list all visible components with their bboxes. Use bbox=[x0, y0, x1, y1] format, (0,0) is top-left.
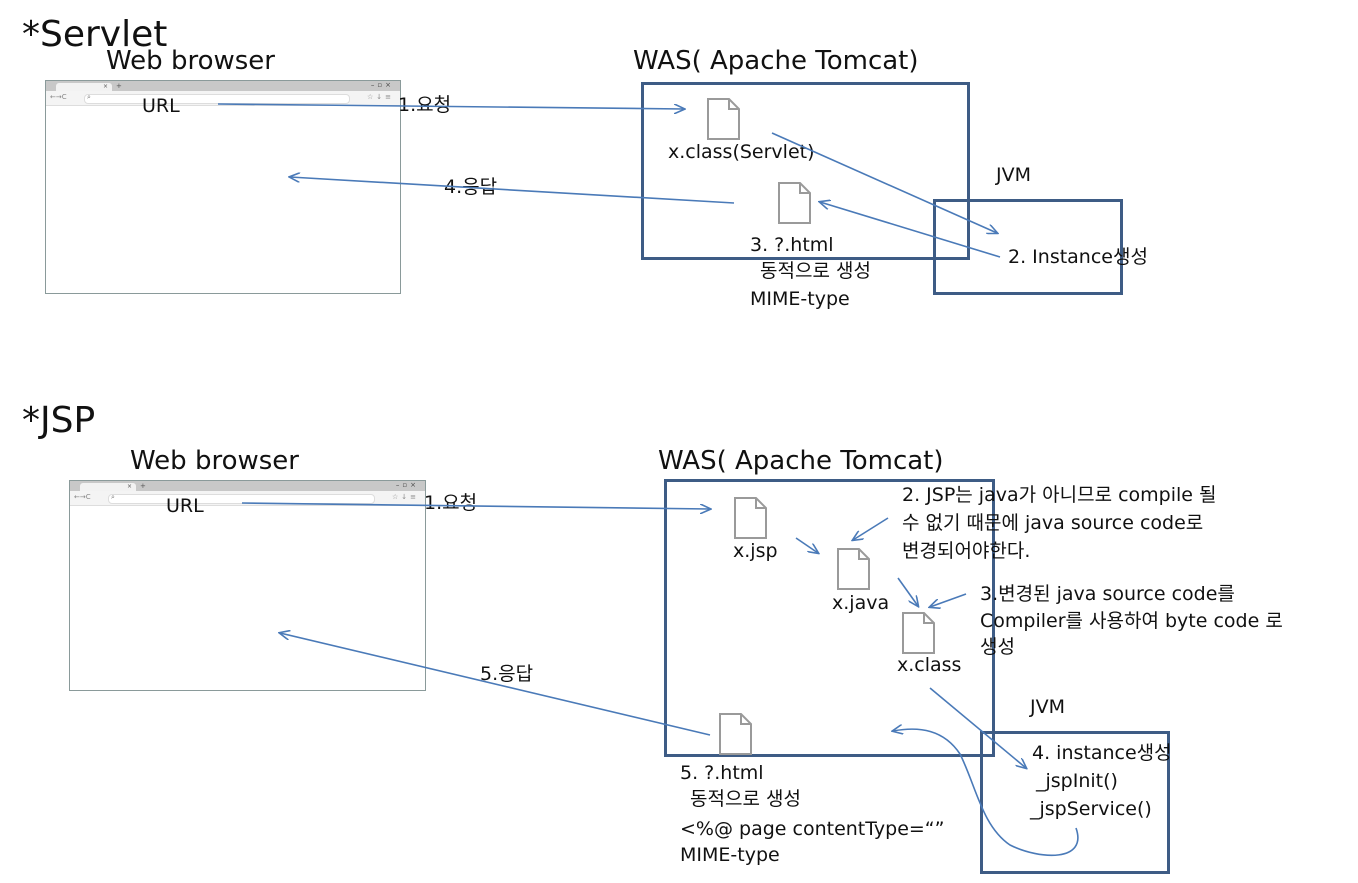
jsp-step2-line3: 변경되어야한다. bbox=[902, 540, 1031, 562]
servlet-class-file-label: x.class(Servlet) bbox=[668, 141, 815, 163]
address-bar: ⌕ bbox=[84, 93, 350, 104]
jsp-step1-label: 1.요청 bbox=[424, 492, 478, 514]
jsp-browser-window: × + –▫× ←→C ⌕ ☆↓≡ URL bbox=[69, 480, 426, 691]
toolbar-icons: ☆↓≡ bbox=[366, 93, 394, 101]
search-icon: ⌕ bbox=[87, 93, 91, 101]
browser-nav-bar: ←→C ⌕ ☆↓≡ bbox=[46, 91, 400, 106]
new-tab-icon: + bbox=[140, 482, 146, 490]
jsp-step4-line3: _jspService() bbox=[1030, 798, 1152, 820]
browser-tab: × bbox=[56, 83, 112, 91]
jsp-browser-title: Web browser bbox=[130, 446, 299, 476]
servlet-jvm-label: JVM bbox=[996, 164, 1031, 186]
servlet-browser-title: Web browser bbox=[106, 46, 275, 76]
jsp-step5-line1: 5. ?.html bbox=[680, 762, 764, 784]
jsp-step3-line1: 3.변경된 java source code를 bbox=[980, 583, 1235, 605]
toolbar-icons: ☆↓≡ bbox=[391, 493, 419, 501]
jsp-step3-line3: 생성 bbox=[980, 636, 1015, 658]
jsp-file-icon bbox=[734, 497, 767, 539]
jsp-step5-line4: MIME-type bbox=[680, 844, 780, 866]
browser-tab: × bbox=[80, 483, 136, 491]
window-controls-icon: –▫× bbox=[370, 81, 394, 89]
servlet-html-file-icon bbox=[778, 182, 811, 224]
class-file-icon bbox=[902, 612, 935, 654]
jsp-jvm-label: JVM bbox=[1030, 696, 1065, 718]
browser-nav-bar: ←→C ⌕ ☆↓≡ bbox=[70, 491, 425, 506]
servlet-step3-line1: 3. ?.html bbox=[750, 234, 834, 256]
servlet-class-file-icon bbox=[707, 98, 740, 140]
servlet-step3-line3: MIME-type bbox=[750, 288, 850, 310]
class-file-label: x.class bbox=[897, 654, 962, 676]
jsp-step4-line2: _jspInit() bbox=[1036, 770, 1118, 792]
jsp-url-label: URL bbox=[166, 495, 204, 517]
servlet-step2-label: 2. Instance생성 bbox=[1008, 246, 1148, 268]
servlet-browser-window: × + –▫× ←→C ⌕ ☆↓≡ URL bbox=[45, 80, 401, 294]
jsp-step2-line1: 2. JSP는 java가 아니므로 compile 될 bbox=[902, 484, 1217, 506]
address-bar: ⌕ bbox=[108, 493, 375, 504]
jsp-step5-line3: <%@ page contentType=“” bbox=[680, 818, 945, 840]
jsp-step3-line2: Compiler를 사용하여 byte code 로 bbox=[980, 610, 1283, 632]
jsp-step2-line2: 수 없기 때문에 java source code로 bbox=[902, 512, 1204, 534]
jsp-html-file-icon bbox=[719, 713, 752, 755]
servlet-section-title: *Servlet bbox=[22, 14, 168, 55]
java-file-label: x.java bbox=[832, 592, 890, 614]
new-tab-icon: + bbox=[116, 82, 122, 90]
servlet-step3-line2: 동적으로 생성 bbox=[760, 260, 871, 282]
jsp-was-box bbox=[664, 479, 995, 757]
window-controls-icon: –▫× bbox=[395, 481, 419, 489]
jsp-step4-line1: 4. instance생성 bbox=[1032, 742, 1172, 764]
jsp-file-label: x.jsp bbox=[733, 540, 778, 562]
jsp-section-title: *JSP bbox=[22, 400, 96, 441]
search-icon: ⌕ bbox=[111, 493, 115, 501]
browser-tab-bar: × + –▫× bbox=[70, 481, 425, 491]
java-file-icon bbox=[837, 548, 870, 590]
servlet-was-title: WAS( Apache Tomcat) bbox=[633, 46, 919, 76]
jsp-was-title: WAS( Apache Tomcat) bbox=[658, 446, 944, 476]
nav-buttons-icon: ←→C bbox=[50, 93, 67, 101]
servlet-step1-label: 1.요청 bbox=[398, 94, 452, 116]
servlet-url-label: URL bbox=[142, 95, 180, 117]
servlet-step4-label: 4.응답 bbox=[444, 176, 498, 198]
nav-buttons-icon: ←→C bbox=[74, 493, 91, 501]
jsp-step5-label: 5.응답 bbox=[480, 663, 534, 685]
jsp-step5-line2: 동적으로 생성 bbox=[690, 788, 801, 810]
browser-tab-bar: × + –▫× bbox=[46, 81, 400, 91]
